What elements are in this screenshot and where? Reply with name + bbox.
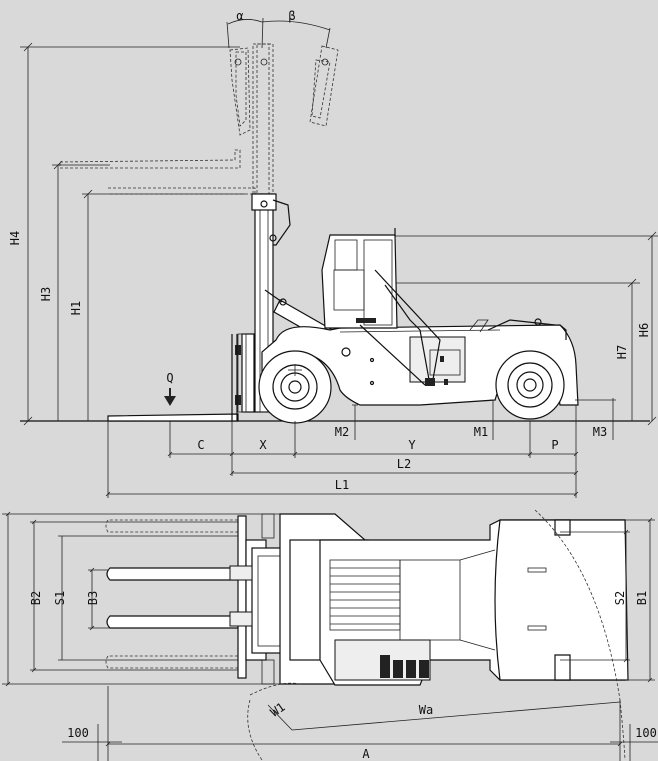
counterweight-top <box>494 509 629 761</box>
label-wa: Wa <box>419 703 433 717</box>
label-a: A <box>362 747 370 761</box>
label-w1: W1 <box>268 700 288 720</box>
label-x: X <box>259 438 267 452</box>
label-b3: B3 <box>86 591 100 605</box>
label-h7: H7 <box>615 345 629 359</box>
label-q: Q <box>166 371 173 385</box>
label-alpha: α <box>236 9 243 23</box>
dim-l1: L1 <box>105 421 579 498</box>
label-h6: H6 <box>637 323 651 337</box>
fork-lowered <box>107 334 239 422</box>
dim-l2: L2 <box>229 457 579 476</box>
label-h3: H3 <box>39 287 53 301</box>
dim-a: A 100 100 <box>62 686 658 761</box>
dim-h1: H1 <box>69 189 245 421</box>
label-b1: B1 <box>635 591 649 605</box>
turning-radius: W1 Wa <box>247 682 621 761</box>
label-m1: M1 <box>474 425 488 439</box>
label-l2: L2 <box>397 457 411 471</box>
label-beta: β <box>288 9 295 23</box>
label-m3: M3 <box>593 425 607 439</box>
label-100-left: 100 <box>67 726 89 740</box>
dim-s2-b1: S2 B1 <box>560 517 655 683</box>
front-wheel <box>258 350 332 424</box>
dim-s1: S1 <box>30 519 240 673</box>
rear-wheel <box>495 350 565 420</box>
mast-raised-ghost <box>59 43 339 195</box>
label-h1: H1 <box>69 301 83 315</box>
dim-b3: B3 <box>58 535 240 661</box>
label-l1: L1 <box>335 478 349 492</box>
tilt-angle-marks: α β <box>226 9 331 49</box>
top-view: B2 S1 B3 <box>2 509 658 761</box>
label-100-right: 100 <box>635 726 657 740</box>
dim-h3: H3 <box>39 160 110 421</box>
label-s2: S2 <box>613 591 627 605</box>
label-p: P <box>551 438 558 452</box>
label-c: C <box>197 438 204 452</box>
label-m2: M2 <box>335 425 349 439</box>
label-y: Y <box>408 438 416 452</box>
side-view: H4 H3 H1 H6 H7 <box>8 9 658 498</box>
load-center-arrow: Q <box>164 371 176 406</box>
operator-cab <box>321 228 441 386</box>
label-b2: B2 <box>29 591 43 605</box>
label-s1: S1 <box>53 591 67 605</box>
dim-h4: H4 <box>8 42 240 426</box>
forks-top <box>105 519 239 669</box>
label-h4: H4 <box>8 231 22 245</box>
dim-row-1: C X Y P M2 M1 M3 <box>167 398 616 476</box>
dim-h6: H6 <box>395 231 658 426</box>
